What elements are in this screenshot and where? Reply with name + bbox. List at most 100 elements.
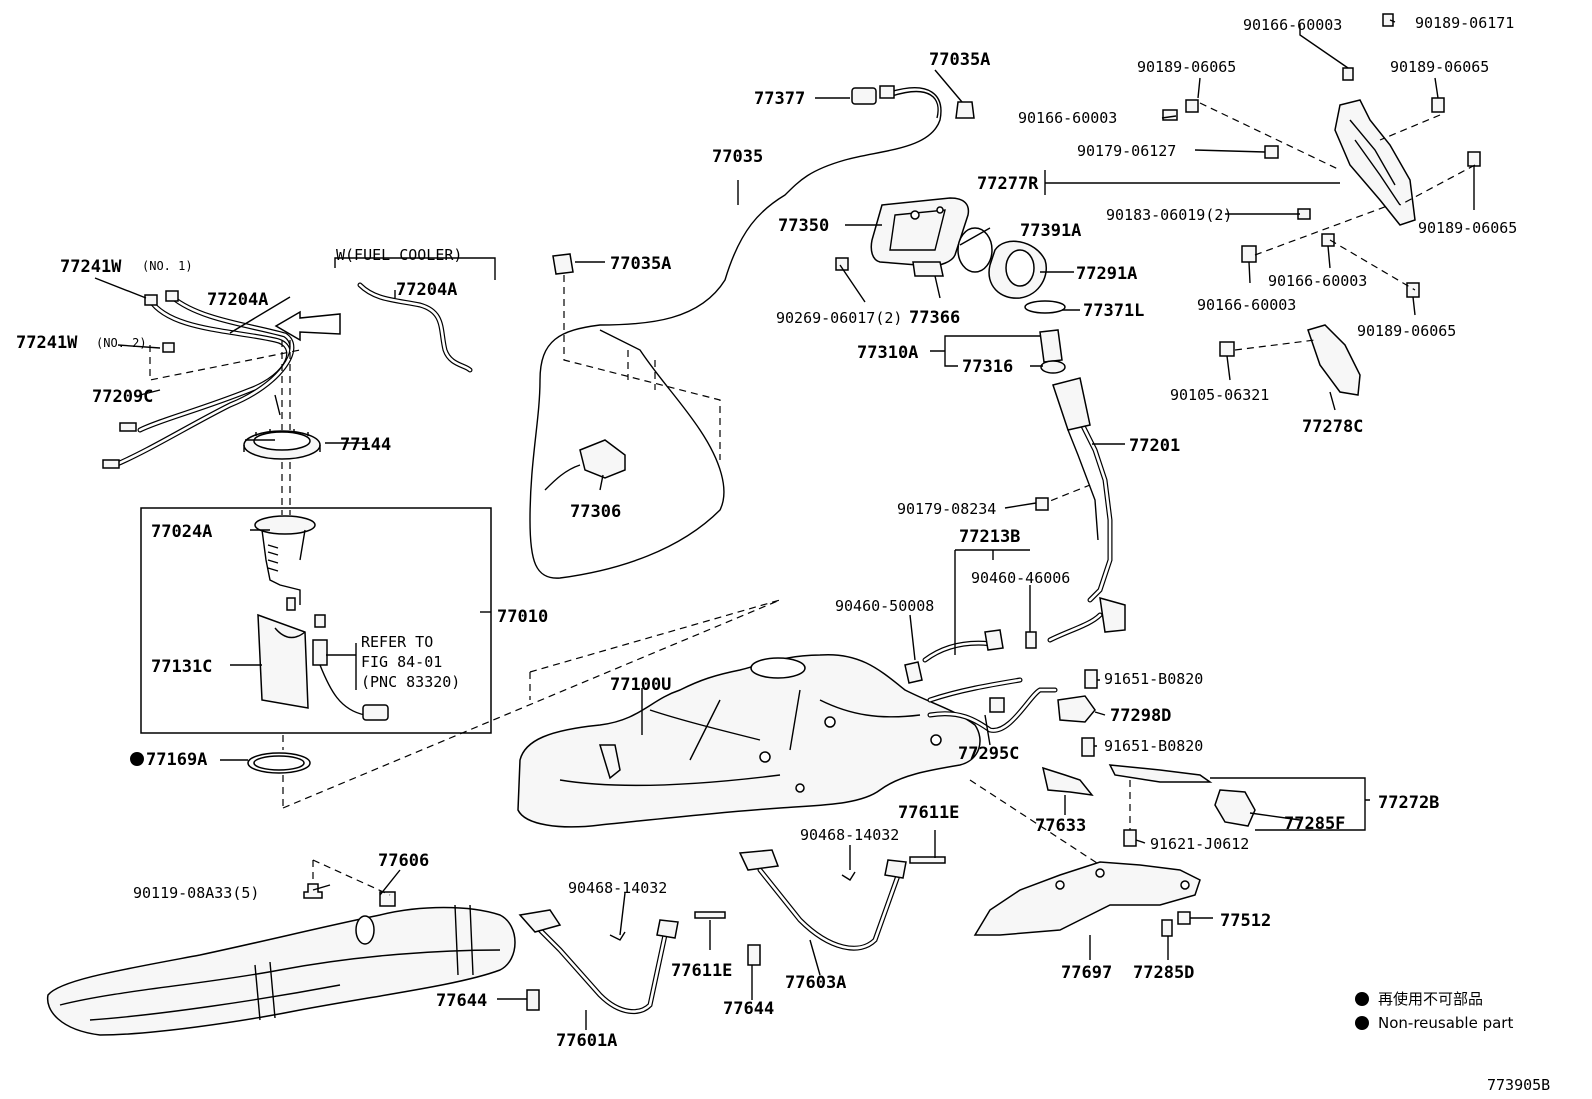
refer-note-line2: FIG 84-01	[361, 653, 442, 671]
label-77100u: 77100U	[610, 675, 671, 695]
label-77010: 77010	[497, 607, 548, 627]
label-77213b: 77213B	[959, 527, 1020, 547]
label-77633: 77633	[1035, 816, 1086, 836]
connector-77241w-no1	[144, 294, 158, 306]
non-reusable-mark	[130, 752, 144, 766]
label-77285d: 77285D	[1133, 963, 1194, 983]
label-77316: 77316	[962, 357, 1013, 377]
label-77512: 77512	[1220, 911, 1271, 931]
opener-77377	[851, 87, 877, 105]
label-77241w-no2: 77241W	[16, 333, 78, 353]
label-77035a-mid: 77035A	[610, 254, 671, 274]
cable-77035	[529, 85, 975, 579]
label-90189-b: 90189-06065	[1390, 58, 1489, 76]
bolt-90119	[303, 883, 323, 899]
leader-lines	[94, 19, 1475, 1030]
label-77295c: 77295C	[958, 744, 1019, 764]
legend-text-jp: 再使用不可部品	[1378, 990, 1483, 1008]
label-77285f: 77285F	[1284, 814, 1345, 834]
label-77611e-left: 77611E	[671, 961, 732, 981]
refer-note-line1: REFER TO	[361, 633, 433, 651]
label-77277r: 77277R	[977, 174, 1039, 194]
label-77024a: 77024A	[151, 522, 212, 542]
label-77306: 77306	[570, 502, 621, 522]
vent-tube-77295c	[989, 697, 1005, 713]
label-90269: 90269-06017(2)	[776, 309, 902, 327]
shield-77277r	[1334, 99, 1416, 226]
note-no2: (NO. 2)	[96, 336, 147, 350]
connector-tube-end	[165, 290, 179, 302]
label-77366: 77366	[909, 308, 960, 328]
label-90183: 90183-06019(2)	[1106, 206, 1232, 224]
label-90179-06127: 90179-06127	[1077, 142, 1176, 160]
label-77241w-no1: 77241W	[60, 257, 122, 277]
hinge-77366	[912, 261, 944, 277]
label-90189-a: 90189-06065	[1137, 58, 1236, 76]
label-91621: 91621-J0612	[1150, 835, 1249, 853]
bracket-77278c	[1307, 324, 1361, 396]
label-91651-a: 91651-B0820	[1104, 670, 1203, 688]
bolt-77285d	[1161, 919, 1173, 937]
label-77603a: 77603A	[785, 973, 846, 993]
fasteners-top-right	[1162, 13, 1481, 357]
label-77035a-top: 77035A	[929, 50, 990, 70]
strap-77601a	[518, 909, 679, 1015]
housing-77291a	[988, 240, 1047, 299]
label-77272b: 77272B	[1378, 793, 1439, 813]
clip-90179-08234	[1035, 497, 1049, 511]
fuel-lid-77350	[870, 197, 970, 267]
legend-bullet-1	[1355, 992, 1369, 1006]
label-90166-c: 90166-60003	[1268, 272, 1367, 290]
screw-90269	[835, 257, 849, 271]
clip-77241w-no2	[162, 342, 175, 353]
direction-arrow	[274, 310, 341, 342]
bolt-91651-a	[1084, 669, 1098, 689]
label-77371l: 77371L	[1083, 301, 1144, 321]
label-77601a: 77601A	[556, 1031, 617, 1051]
bolts-straps	[526, 856, 946, 1011]
legend-bullet-2	[1355, 1016, 1369, 1030]
bolt-91651-b	[1081, 737, 1095, 757]
label-77169a: 77169A	[146, 750, 207, 770]
label-90166-a: 90166-60003	[1243, 16, 1342, 34]
cap-77316	[1039, 329, 1066, 374]
label-90119: 90119-08A33(5)	[133, 884, 259, 902]
label-77278c: 77278C	[1302, 417, 1363, 437]
gasket-77371l	[1024, 300, 1066, 314]
clamp-77035a-top	[955, 101, 975, 119]
bracket-77633	[1041, 766, 1094, 796]
bolt-91621	[1123, 829, 1137, 847]
tube-end-77204a	[102, 459, 120, 469]
sender-gauge-group	[102, 257, 781, 809]
label-77204a-right: 77204A	[396, 280, 457, 300]
fuel-tank-77100u	[517, 653, 981, 828]
tube-end-77209c	[119, 422, 137, 432]
legend: 再使用不可部品 Non-reusable part	[1355, 990, 1513, 1032]
label-90179-08234: 90179-08234	[897, 500, 996, 518]
label-90105: 90105-06321	[1170, 386, 1269, 404]
filler-pipe-77201	[1047, 377, 1126, 643]
lock-77306	[544, 439, 626, 491]
label-90189-06171: 90189-06171	[1415, 14, 1514, 32]
label-77204a-left: 77204A	[207, 290, 268, 310]
note-no1: (NO. 1)	[142, 259, 193, 273]
label-77391a: 77391A	[1020, 221, 1081, 241]
label-77035: 77035	[712, 147, 763, 167]
label-77377: 77377	[754, 89, 805, 109]
label-91651-b: 91651-B0820	[1104, 737, 1203, 755]
label-77310a: 77310A	[857, 343, 918, 363]
label-77350: 77350	[778, 216, 829, 236]
label-90460-50008: 90460-50008	[835, 597, 934, 615]
bracket-77298d	[1057, 695, 1096, 723]
clamp-77035a-mid	[552, 253, 574, 275]
strap-77603a	[738, 849, 907, 951]
retainer-ring-77144	[243, 429, 321, 460]
label-90166-b: 90166-60003	[1018, 109, 1117, 127]
label-90166-d: 90166-60003	[1197, 296, 1296, 314]
gasket-77169a	[247, 752, 311, 774]
part-labels: 77241W (NO. 1) 77241W (NO. 2) W(FUEL COO…	[16, 14, 1517, 1051]
tank-protector-77606	[46, 891, 516, 1036]
label-77201: 77201	[1129, 436, 1180, 456]
label-90468-right: 90468-14032	[800, 826, 899, 844]
protector-77697	[973, 861, 1201, 936]
